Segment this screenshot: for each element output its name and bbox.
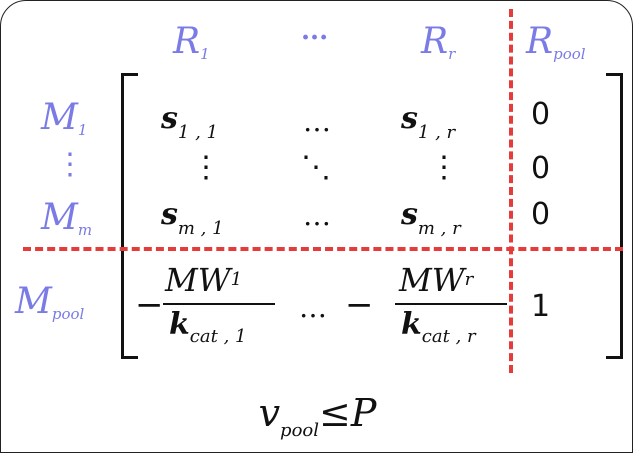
fraction-bar xyxy=(163,303,275,305)
vertical-separator xyxy=(509,9,513,373)
cell-pool-col-row4: 1 xyxy=(531,289,551,324)
cell-s-1-r: s1 , r xyxy=(401,101,456,143)
cell-s-m-r: sm , r xyxy=(401,197,461,239)
cell-hdots-row1: … xyxy=(303,105,331,138)
matrix-left-bracket xyxy=(121,73,138,359)
cell-hdots-row4: … xyxy=(299,291,327,324)
cell-pool-col-row1: 0 xyxy=(531,97,551,132)
column-label-r1: R1 xyxy=(173,21,210,63)
fraction-denominator: kcat , 1 xyxy=(169,307,247,347)
cell-s-1-1: s1 , 1 xyxy=(161,101,218,143)
row-label-mpool: Mpool xyxy=(15,281,85,323)
row-label-mm: Mm xyxy=(41,197,93,239)
cell-vdots-colr: ⋮ xyxy=(429,150,459,185)
minus-sign: − xyxy=(345,285,374,325)
column-label-ellipsis: ··· xyxy=(301,23,329,53)
cell-frac-mw1-kcat1: − MW1 kcat , 1 xyxy=(131,261,281,363)
column-label-rpool: Rpool xyxy=(526,21,586,63)
fraction-numerator: MW1 xyxy=(165,261,243,299)
fraction-bar xyxy=(395,303,507,305)
cell-hdots-row3: … xyxy=(303,199,331,232)
row-label-vdots: ⋮ xyxy=(55,147,85,182)
cell-ddots: ⋱ xyxy=(301,150,331,185)
pool-constraint: vpool≤P xyxy=(258,391,377,441)
column-label-rr: Rr xyxy=(421,21,456,63)
cell-frac-mwr-kcatr: − MWr kcat , r xyxy=(341,261,511,363)
cell-pool-col-row3: 0 xyxy=(531,197,551,232)
cell-pool-col-row2: 0 xyxy=(531,151,551,186)
fraction-numerator: MWr xyxy=(399,261,474,299)
row-label-m1: M1 xyxy=(41,97,88,139)
horizontal-separator xyxy=(23,247,623,251)
cell-s-m-1: sm , 1 xyxy=(161,197,224,239)
cell-vdots-col1: ⋮ xyxy=(191,150,221,185)
matrix-right-bracket xyxy=(606,73,623,359)
fraction-denominator: kcat , r xyxy=(401,307,476,347)
minus-sign: − xyxy=(135,285,164,325)
